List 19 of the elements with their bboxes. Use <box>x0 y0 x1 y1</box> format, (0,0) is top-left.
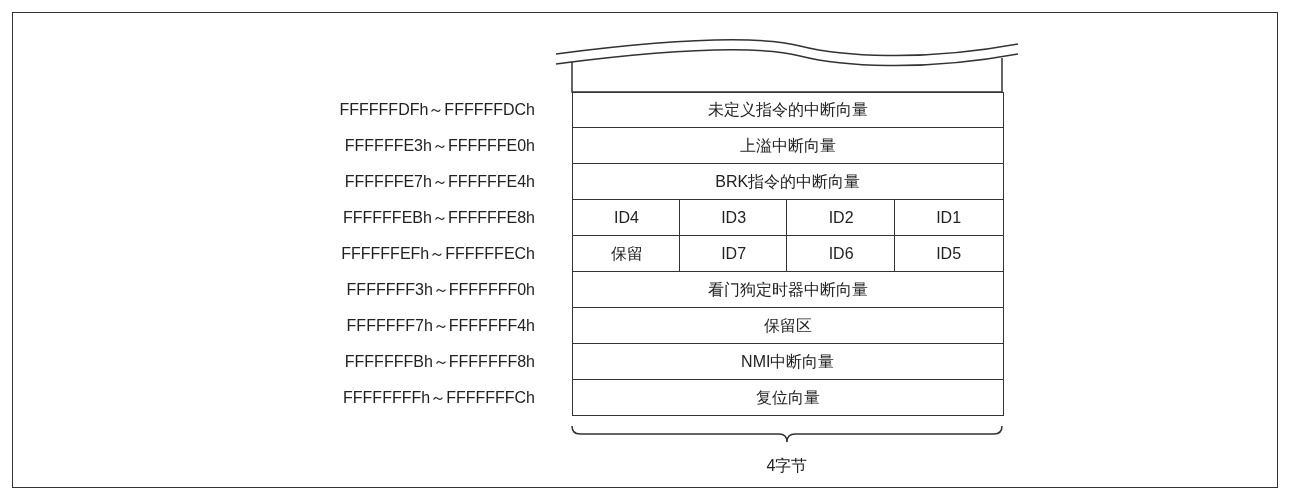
vector-cell: 看门狗定时器中断向量 <box>572 270 1004 308</box>
width-label: 4字节 <box>766 456 808 476</box>
vector-cell: BRK指令的中断向量 <box>572 162 1004 200</box>
vector-cell: NMI中断向量 <box>572 342 1004 380</box>
address-label: FFFFFFFBh～FFFFFFF8h <box>344 352 535 372</box>
address-label: FFFFFFFFh～FFFFFFFCh <box>343 388 535 408</box>
vector-cell: 上溢中断向量 <box>572 126 1004 164</box>
vector-cell: 保留区 <box>572 306 1004 344</box>
address-label: FFFFFFEBh～FFFFFFE8h <box>343 208 535 228</box>
address-label: FFFFFFE7h～FFFFFFE4h <box>344 172 535 192</box>
vector-cell: 未定义指令的中断向量 <box>572 92 1004 128</box>
address-label: FFFFFFDFh～FFFFFFDCh <box>339 100 535 120</box>
address-label: FFFFFFF7h～FFFFFFF4h <box>346 316 535 336</box>
address-label: FFFFFFF3h～FFFFFFF0h <box>346 280 535 300</box>
address-label: FFFFFFE3h～FFFFFFE0h <box>344 136 535 156</box>
address-label: FFFFFFEFh～FFFFFFECh <box>341 244 535 264</box>
vector-cell: 复位向量 <box>572 378 1004 416</box>
vector-cell: ID1 <box>893 198 1004 236</box>
vector-cell: ID5 <box>893 234 1004 272</box>
